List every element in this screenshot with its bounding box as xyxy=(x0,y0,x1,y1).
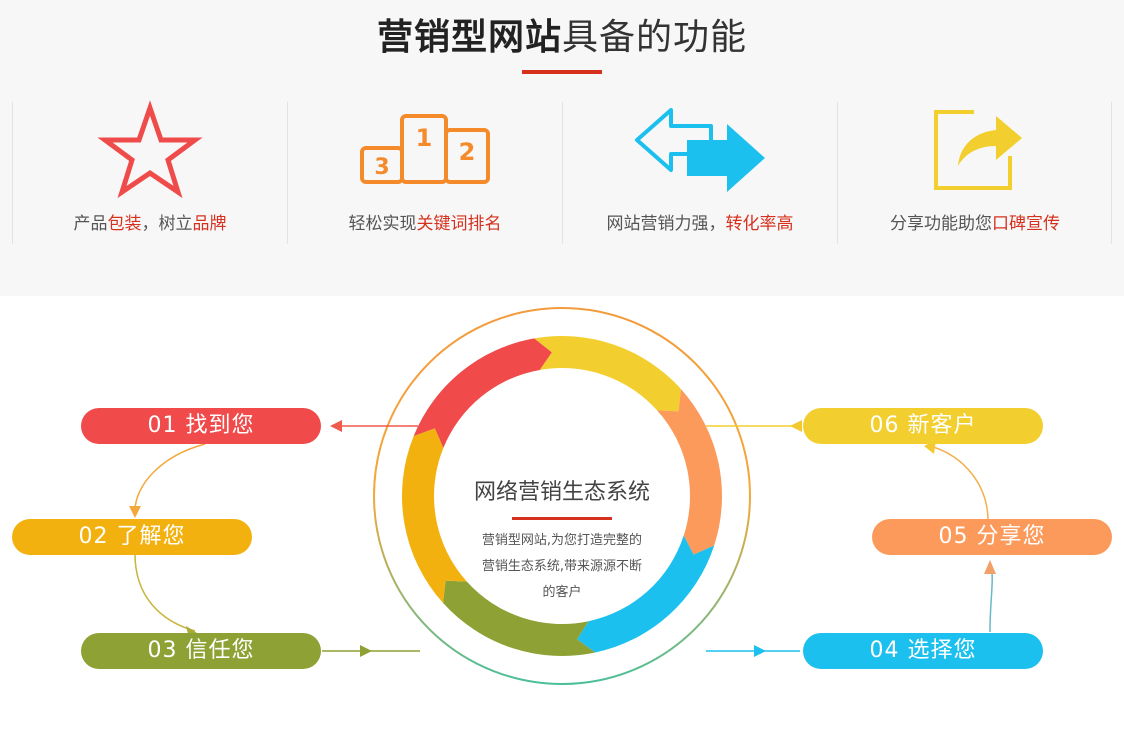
feature-caption: 分享功能助您口碑宣传 xyxy=(890,214,1060,234)
center-description: 营销型网站,为您打造完整的 营销生态系统,带来源源不断 的客户 xyxy=(481,533,643,600)
step-03-trust: 03 信任您 xyxy=(81,633,321,669)
ring-segment xyxy=(443,580,596,656)
center-title: 网络营销生态系统 xyxy=(473,480,650,505)
page-title: 营销型网站具备的功能 xyxy=(0,14,1124,62)
center-underline xyxy=(512,517,612,520)
step-01-found: 01 找到您 xyxy=(81,408,321,444)
step-02-understand: 02 了解您 xyxy=(12,519,252,555)
ring-segment xyxy=(657,388,723,555)
feature-caption: 轻松实现关键词排名 xyxy=(348,214,502,234)
ring-segment xyxy=(577,535,715,653)
share-icon xyxy=(838,100,1112,200)
ecosystem-diagram xyxy=(129,307,996,685)
divider xyxy=(1111,102,1112,244)
ring-segment xyxy=(413,338,552,449)
title-underline xyxy=(522,70,602,74)
cycle-ring xyxy=(402,336,723,656)
feature-share: 分享功能助您口碑宣传 xyxy=(838,100,1112,246)
feature-ranking: 1 2 3 轻松实现关键词排名 xyxy=(288,100,562,246)
ring-segment xyxy=(534,336,681,412)
divider xyxy=(12,102,13,244)
podium-number: 1 xyxy=(416,124,433,152)
connectors xyxy=(129,420,996,657)
podium-icon: 1 2 3 xyxy=(288,100,562,200)
title-light: 具备的功能 xyxy=(562,17,748,58)
outer-ring xyxy=(373,307,751,685)
arrows-exchange-icon xyxy=(563,100,837,200)
step-04-choose: 04 选择您 xyxy=(803,633,1043,669)
step-05-share: 05 分享您 xyxy=(872,519,1112,555)
divider xyxy=(287,102,288,244)
divider xyxy=(837,102,838,244)
feature-brand: 产品包装，树立品牌 xyxy=(13,100,287,246)
feature-conversion: 网站营销力强，转化率高 xyxy=(563,100,837,246)
divider xyxy=(562,102,563,244)
title-bold: 营销型网站 xyxy=(376,17,562,58)
podium-number: 3 xyxy=(374,155,389,180)
feature-caption: 网站营销力强，转化率高 xyxy=(606,214,794,234)
podium-number: 2 xyxy=(459,138,476,166)
step-06-new-customer: 06 新客户 xyxy=(803,408,1043,444)
ring-segment xyxy=(402,428,467,604)
feature-caption: 产品包装，树立品牌 xyxy=(73,214,227,234)
star-icon xyxy=(13,100,287,200)
